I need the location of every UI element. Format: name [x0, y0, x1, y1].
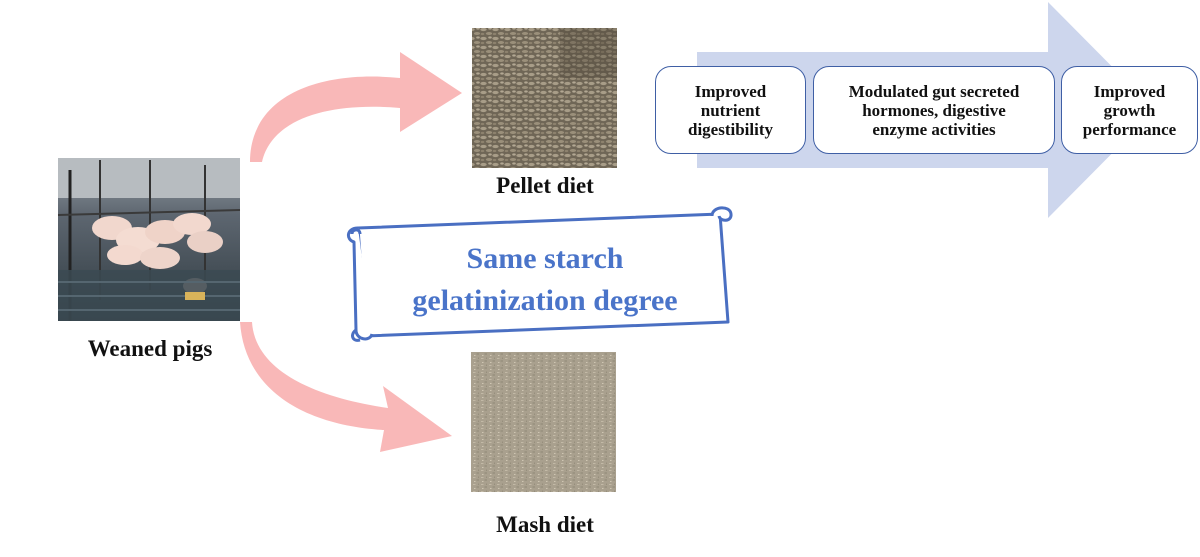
outcome-box-growth: Improved growth performance [1061, 66, 1198, 154]
outcome-box-digestibility: Improved nutrient digestibility [655, 66, 806, 154]
scroll-banner-text: Same starch gelatinization degree [412, 242, 678, 317]
weaned-pigs-label: Weaned pigs [87, 336, 213, 361]
outcome-text: Modulated gut secreted hormones, digesti… [848, 81, 1020, 139]
outcome-text: Improved growth performance [1082, 81, 1177, 139]
weaned-pigs-photo [57, 158, 241, 321]
arrow-to-mash [240, 322, 452, 452]
scroll-banner [347, 206, 733, 342]
pellet-diet-photo [472, 28, 617, 168]
pellet-diet-label: Pellet diet [496, 173, 594, 198]
mash-diet-label: Mash diet [496, 512, 594, 537]
outcome-text: Improved nutrient digestibility [687, 81, 773, 139]
mash-diet-photo [471, 352, 616, 492]
arrow-to-pellet [250, 52, 462, 162]
outcome-box-hormones-enzymes: Modulated gut secreted hormones, digesti… [813, 66, 1055, 154]
